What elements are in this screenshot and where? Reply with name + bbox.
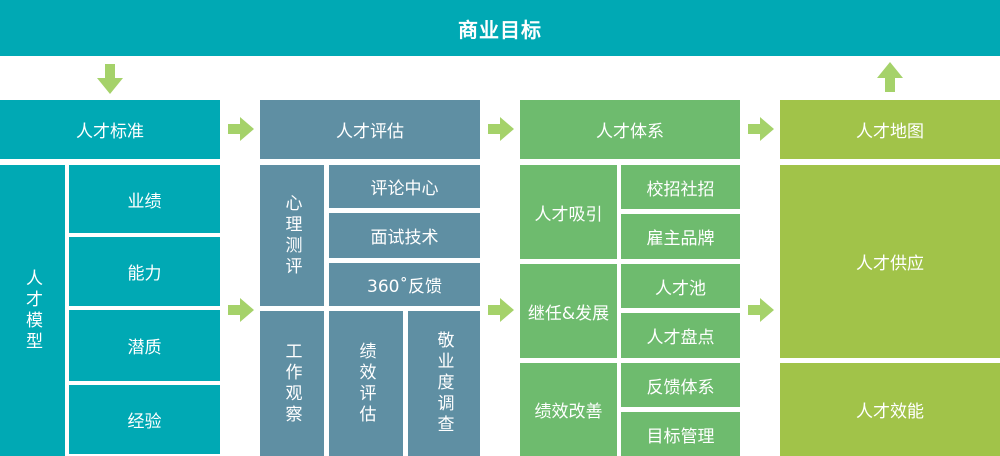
talent-assessment-title: 人才评估: [336, 122, 404, 142]
standard-item-experience: 经验: [69, 385, 220, 454]
arrow-down-icon: [97, 64, 123, 94]
psych-test-box: 心理测评: [260, 165, 324, 306]
succession-development-box: 继任&发展: [520, 264, 617, 358]
system-item-label: 人才池: [655, 278, 706, 299]
standard-item-label: 能力: [127, 264, 162, 284]
standard-item-performance: 业绩: [69, 165, 220, 233]
talent-efficiency: 人才效能: [780, 363, 1000, 456]
arrow-right-icon: [228, 117, 254, 141]
talent-review: 人才盘点: [621, 313, 740, 358]
talent-standard-header: 人才标准: [0, 100, 220, 159]
system-item-label: 目标管理: [646, 426, 715, 447]
talent-system-title: 人才体系: [596, 122, 664, 142]
standard-item-potential: 潜质: [69, 310, 220, 381]
talent-standard-title: 人才标准: [76, 122, 144, 142]
talent-attraction-box: 人才吸引: [520, 165, 617, 259]
engagement-survey-label: 敬业度调查: [433, 331, 454, 436]
map-item-label: 人才效能: [856, 402, 924, 422]
talent-map-title: 人才地图: [856, 122, 924, 142]
feedback-360: 360˚反馈: [329, 263, 480, 306]
business-goal-title: 商业目标: [458, 17, 542, 42]
psych-test-label: 心理测评: [281, 193, 302, 278]
system-item-label: 人才盘点: [646, 328, 715, 348]
psych-item-label: 360˚反馈: [367, 277, 442, 297]
arrow-right-icon: [488, 298, 514, 322]
work-observation-label: 工作观察: [281, 341, 302, 426]
arrow-right-icon: [488, 117, 514, 141]
engagement-survey: 敬业度调查: [408, 311, 480, 456]
system-group-label: 继任&发展: [527, 303, 610, 324]
system-group-label: 绩效改善: [534, 402, 603, 422]
arrow-right-icon: [228, 298, 254, 322]
map-item-label: 人才供应: [856, 254, 924, 274]
standard-item-label: 业绩: [127, 191, 162, 212]
system-group-label: 人才吸引: [534, 204, 603, 225]
goal-management: 目标管理: [621, 412, 740, 456]
assessment-center: 评论中心: [329, 165, 480, 208]
system-item-label: 校招社招: [646, 179, 715, 200]
talent-assessment-header: 人才评估: [260, 100, 480, 159]
performance-evaluation-label: 绩效评估: [355, 341, 376, 426]
campus-social-recruit: 校招社招: [621, 165, 740, 209]
talent-system-header: 人才体系: [520, 100, 740, 159]
talent-model-label: 人才模型: [22, 268, 42, 353]
standard-item-label: 经验: [127, 412, 162, 432]
system-item-label: 雇主品牌: [646, 229, 715, 249]
performance-evaluation: 绩效评估: [329, 311, 403, 456]
psych-item-label: 面试技术: [370, 228, 439, 248]
performance-improvement-box: 绩效改善: [520, 363, 617, 456]
talent-pool: 人才池: [621, 264, 740, 308]
standard-item-ability: 能力: [69, 237, 220, 306]
work-observation: 工作观察: [260, 311, 324, 456]
arrow-right-icon: [748, 117, 774, 141]
system-item-label: 反馈体系: [646, 377, 715, 398]
interview-technique: 面试技术: [329, 213, 480, 258]
psych-item-label: 评论中心: [370, 179, 439, 199]
arrow-up-icon: [877, 62, 903, 92]
standard-item-label: 潜质: [127, 338, 162, 358]
talent-model-box: 人才模型: [0, 165, 65, 456]
talent-supply: 人才供应: [780, 165, 1000, 358]
business-goal-banner: 商业目标: [0, 0, 1000, 56]
employer-brand: 雇主品牌: [621, 214, 740, 259]
talent-map-header: 人才地图: [780, 100, 1000, 159]
feedback-system: 反馈体系: [621, 363, 740, 407]
arrow-right-icon: [748, 298, 774, 322]
